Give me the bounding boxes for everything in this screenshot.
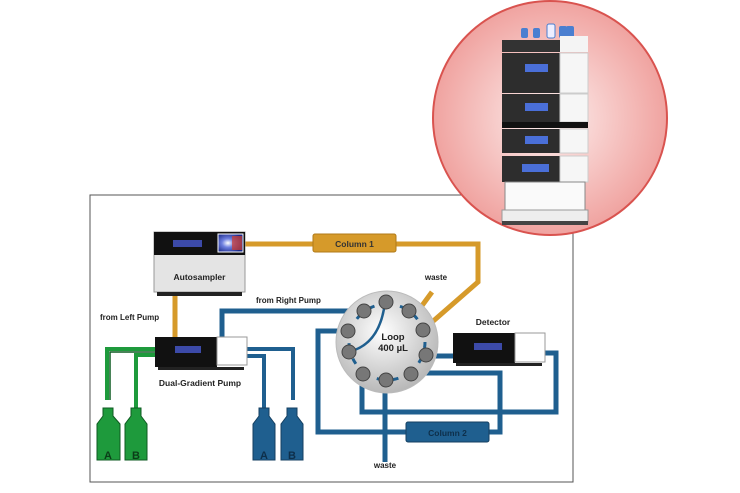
- bottle-label: B: [288, 450, 296, 462]
- column-2: Column 2: [405, 421, 490, 443]
- autosampler: Autosampler: [153, 231, 246, 296]
- bottle-green-a: A: [96, 407, 121, 462]
- column-2-label: Column 2: [428, 428, 467, 438]
- detector: Detector: [453, 317, 546, 366]
- bottle-label: A: [260, 450, 268, 462]
- instrument-inset: [432, 0, 668, 236]
- waste-top-label: waste: [424, 273, 448, 282]
- waste-bottom-label: waste: [373, 461, 397, 470]
- column-1: Column 1: [312, 233, 397, 253]
- autosampler-label: Autosampler: [174, 272, 227, 282]
- column-1-label: Column 1: [335, 239, 374, 249]
- right-pump-tubing: [246, 347, 295, 410]
- bottle-label: B: [132, 450, 140, 462]
- pump-label: Dual-Gradient Pump: [159, 378, 241, 388]
- hplc-stack-illustration: [501, 23, 589, 225]
- loop-volume-label: 400 µL: [378, 343, 408, 354]
- detector-label: Detector: [476, 317, 511, 327]
- from-left-pump-label: from Left Pump: [100, 313, 159, 322]
- bottle-blue-b: B: [280, 407, 304, 462]
- left-pump-tubing: [105, 347, 156, 410]
- valve-ports: [340, 294, 434, 388]
- injection-valve: Loop 400 µL: [335, 290, 439, 394]
- bottle-label: A: [104, 450, 112, 462]
- from-right-pump-label: from Right Pump: [256, 296, 321, 305]
- dual-gradient-pump: Dual-Gradient Pump: [155, 336, 248, 388]
- loop-label: Loop: [381, 332, 404, 343]
- bottle-blue-a: A: [252, 407, 276, 462]
- bottle-green-b: B: [124, 407, 148, 462]
